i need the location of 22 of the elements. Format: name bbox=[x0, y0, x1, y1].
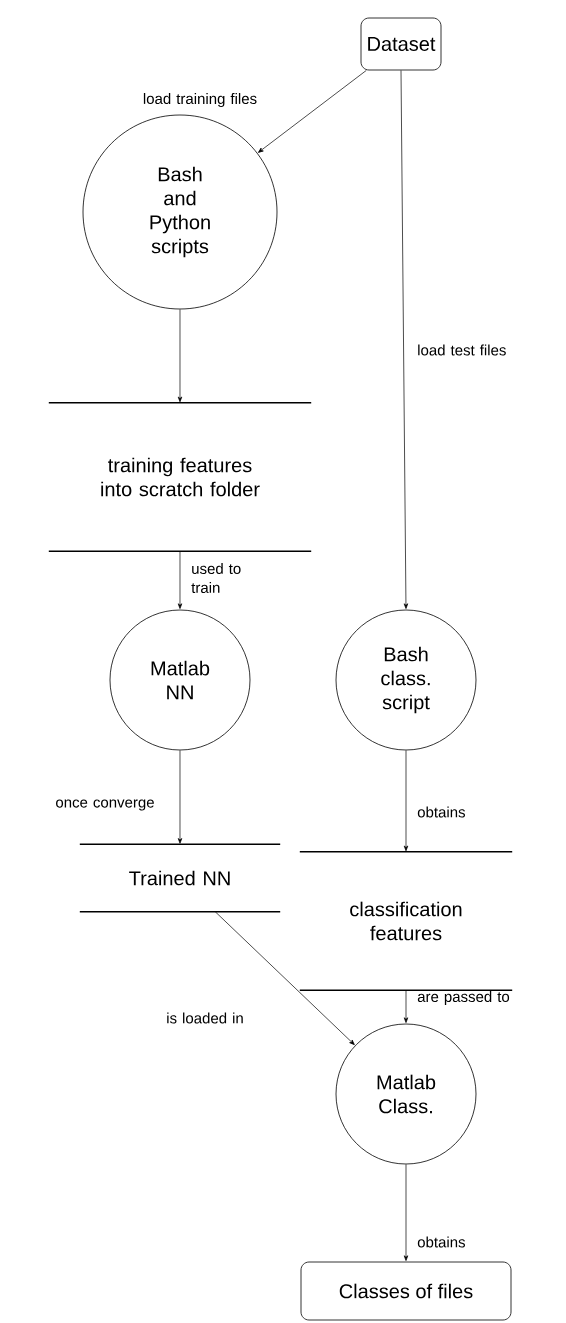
edge-label: obtains bbox=[417, 1236, 465, 1248]
data-store: Trained NN bbox=[79, 843, 281, 913]
data-store: classification features bbox=[299, 851, 513, 991]
edge-label: once converge bbox=[56, 799, 154, 811]
arrow bbox=[403, 1164, 409, 1261]
data-store: training features into scratch folder bbox=[48, 402, 312, 552]
terminal-box: Dataset bbox=[360, 17, 442, 71]
arrow bbox=[403, 989, 409, 1023]
arrow bbox=[400, 70, 409, 609]
arrow bbox=[177, 309, 183, 403]
edge-label: used to train bbox=[191, 563, 241, 593]
edge-label: load training files bbox=[143, 93, 257, 107]
arrow bbox=[257, 70, 367, 153]
edge-label: is loaded in bbox=[167, 1012, 243, 1024]
arrow bbox=[177, 750, 183, 844]
arrow bbox=[214, 911, 355, 1046]
edge-label: are passed to bbox=[417, 991, 510, 1005]
terminal-box: Classes of files bbox=[300, 1261, 512, 1321]
edge-label: load test files bbox=[418, 344, 506, 356]
arrow bbox=[177, 550, 183, 609]
edge-label: obtains bbox=[417, 806, 465, 818]
arrow bbox=[403, 750, 409, 852]
